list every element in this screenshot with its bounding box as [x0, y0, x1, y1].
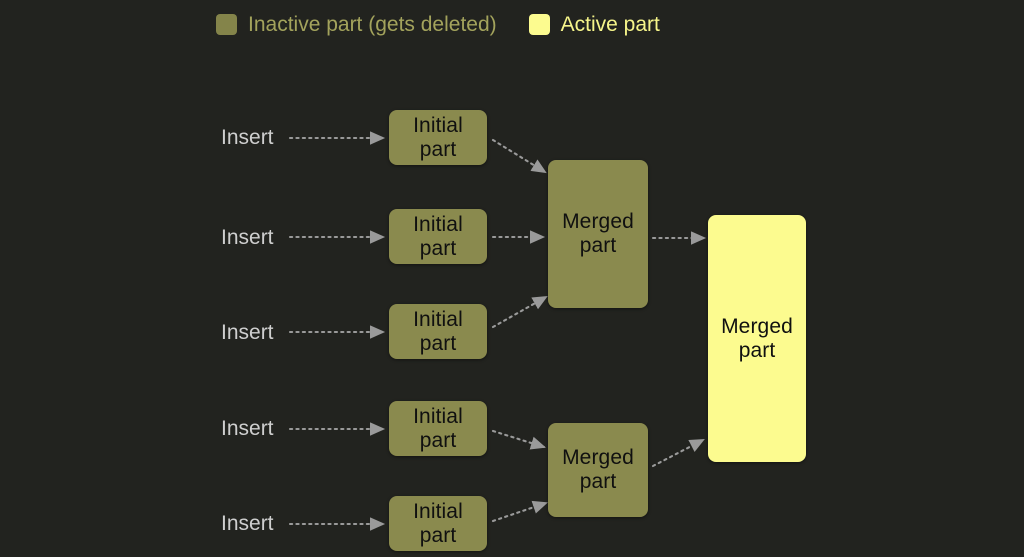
node-label: Initial part: [413, 404, 463, 452]
insert-label-2: Insert: [221, 226, 274, 249]
node-label: Merged part: [562, 210, 634, 257]
edge-initial-1-to-merged-1: [491, 138, 547, 174]
legend-label-active: Active part: [560, 12, 660, 36]
node-initial-4[interactable]: Initial part: [389, 401, 487, 456]
node-label: Initial part: [413, 212, 463, 260]
insert-label-4: Insert: [221, 417, 274, 440]
node-merged-1[interactable]: Merged part: [548, 160, 648, 308]
active-swatch-icon: [528, 13, 550, 35]
legend-item-active: Active part: [528, 9, 660, 39]
legend-item-inactive: Inactive part (gets deleted): [216, 9, 497, 39]
node-initial-2[interactable]: Initial part: [389, 209, 487, 264]
edge-initial-3-to-merged-1: [491, 295, 548, 329]
insert-label-5: Insert: [221, 512, 274, 535]
node-label: Initial part: [413, 307, 463, 355]
node-label: Merged part: [721, 314, 793, 362]
insert-label-3: Insert: [221, 321, 274, 344]
node-initial-1[interactable]: Initial part: [389, 110, 487, 165]
node-label: Initial part: [413, 499, 463, 547]
node-label: Initial part: [413, 113, 463, 161]
node-initial-5[interactable]: Initial part: [389, 496, 487, 551]
edge-initial-5-to-merged-2: [491, 500, 548, 523]
inactive-swatch-icon: [216, 13, 237, 35]
node-merged-3[interactable]: Merged part: [708, 215, 806, 462]
insert-label-1: Insert: [221, 126, 274, 149]
legend-label-inactive: Inactive part (gets deleted): [248, 12, 497, 36]
node-initial-3[interactable]: Initial part: [389, 304, 487, 359]
edge-initial-4-to-merged-2: [491, 429, 547, 450]
node-label: Merged part: [562, 446, 634, 493]
node-merged-2[interactable]: Merged part: [548, 423, 648, 517]
edge-merged-2-to-merged-3: [651, 438, 705, 468]
legend: Inactive part (gets deleted) Active part: [216, 9, 660, 39]
